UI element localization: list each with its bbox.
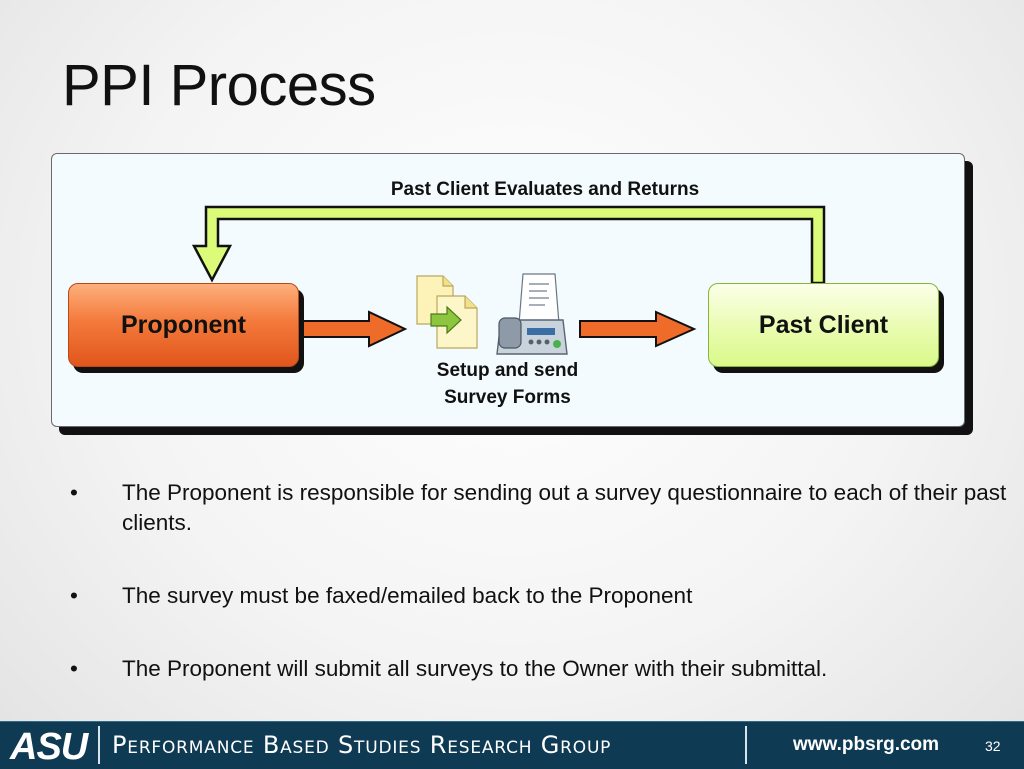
asu-logo: ASU: [10, 726, 88, 768]
forward-arrow-2: [579, 310, 697, 348]
bullet-marker: •: [70, 583, 78, 608]
return-arrow: [191, 205, 826, 285]
page-number: 32: [985, 738, 1001, 754]
send-survey-label: Setup and send Survey Forms: [405, 357, 610, 411]
bullet-text: The Proponent is responsible for sending…: [122, 480, 1007, 535]
proponent-label: Proponent: [121, 310, 246, 339]
bullet-list: • The Proponent is responsible for sendi…: [70, 478, 1020, 684]
past-client-label: Past Client: [758, 310, 889, 339]
footer-divider: [98, 726, 100, 764]
documents-icon: [416, 275, 478, 349]
bullet-marker: •: [70, 656, 78, 681]
return-arrow-label: Past Client Evaluates and Returns: [390, 179, 700, 200]
bullet-item: • The survey must be faxed/emailed back …: [70, 581, 1020, 611]
slide-title: PPI Process: [62, 53, 376, 118]
forward-arrow-1: [302, 310, 408, 348]
footer-bar: ASU Performance Based Studies Research G…: [0, 721, 1024, 769]
bullet-text: The Proponent will submit all surveys to…: [122, 656, 828, 681]
bullet-item: • The Proponent will submit all surveys …: [70, 654, 1020, 684]
proponent-box: Proponent: [68, 283, 299, 367]
fax-machine-icon: [496, 273, 568, 355]
footer-organization: Performance Based Studies Research Group: [112, 731, 612, 759]
footer-divider: [745, 726, 747, 764]
bullet-text: The survey must be faxed/emailed back to…: [122, 583, 693, 608]
bullet-item: • The Proponent is responsible for sendi…: [70, 478, 1020, 538]
bullet-marker: •: [70, 480, 78, 505]
past-client-box: Past Client: [708, 283, 939, 367]
survey-icons: [416, 273, 568, 355]
send-label-line2: Survey Forms: [444, 387, 571, 408]
send-label-line1: Setup and send: [436, 360, 579, 381]
footer-url: www.pbsrg.com: [793, 734, 940, 755]
